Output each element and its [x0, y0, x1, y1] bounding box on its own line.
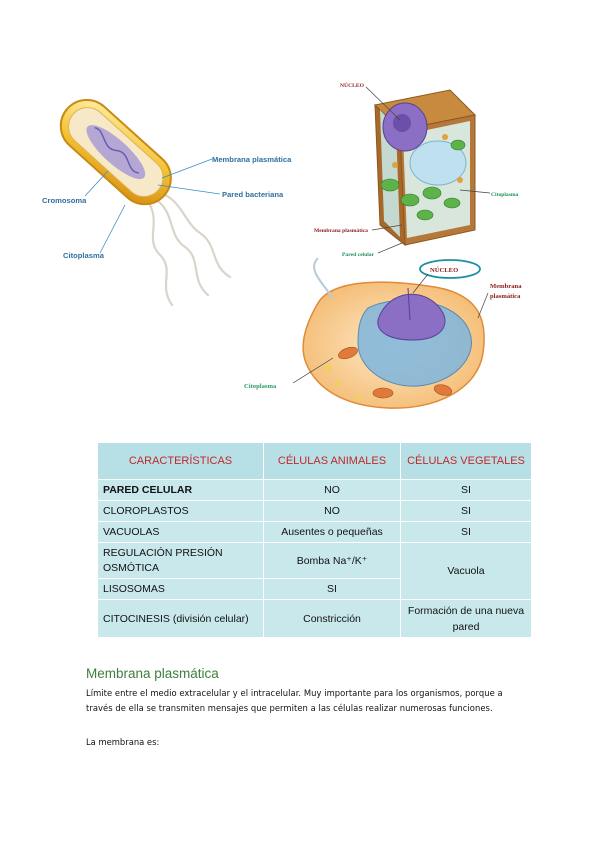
table-row: REGULACIÓN PRESIÓN OSMÓTICA Bomba Na⁺/K⁺…: [97, 542, 532, 600]
table-cell: CITOCINESIS (división celular): [97, 599, 264, 638]
bacteria-diagram: Membrana plasmática Pared bacteriana Cro…: [42, 98, 292, 307]
table-cell: CLOROPLASTOS: [97, 500, 264, 522]
table-cell: Ausentes o pequeñas: [263, 521, 401, 543]
animal-label-membrane-1: Membrana: [490, 283, 522, 290]
bacteria-label-cytoplasm: Citoplasma: [63, 251, 105, 260]
table-cell: PARED CELULAR: [97, 479, 264, 501]
table-cell: Formación de una nueva pared: [400, 599, 532, 638]
table-row: CLOROPLASTOS NO SI: [97, 500, 532, 522]
section-heading: Membrana plasmática: [86, 666, 219, 681]
table-cell: Constricción: [263, 599, 401, 638]
table-row: VACUOLAS Ausentes o pequeñas SI: [97, 521, 532, 543]
table-header: CÉLULAS ANIMALES: [263, 442, 401, 480]
table-header-row: CARACTERÍSTICAS CÉLULAS ANIMALES CÉLULAS…: [97, 442, 532, 480]
animal-label-membrane-2: plasmática: [490, 293, 521, 300]
section-paragraph: Límite entre el medio extracelular y el …: [86, 688, 503, 713]
table-cell: NO: [263, 479, 401, 501]
table-cell: SI: [400, 521, 532, 543]
table-row: CITOCINESIS (división celular) Constricc…: [97, 599, 532, 638]
animal-label-nucleus: NÚCLEO: [430, 266, 458, 274]
section-paragraph-2: La membrana es:: [86, 737, 160, 747]
table-cell: VACUOLAS: [97, 521, 264, 543]
bacteria-label-membrane: Membrana plasmática: [212, 155, 292, 164]
bacteria-label-chromosome: Cromosoma: [42, 196, 87, 205]
plant-label-nucleus: NÚCLEO: [340, 81, 365, 89]
table-header: CÉLULAS VEGETALES: [400, 442, 532, 480]
comparison-table: CARACTERÍSTICAS CÉLULAS ANIMALES CÉLULAS…: [97, 442, 532, 638]
plant-label-wall: Pared celular: [342, 252, 375, 258]
plant-label-cytoplasm: Citoplasma: [491, 192, 519, 198]
animal-cell-diagram: NÚCLEO Membrana plasmática Citoplasma: [244, 258, 522, 409]
animal-label-cytoplasm: Citoplasma: [244, 383, 277, 390]
table-cell: SI: [400, 500, 532, 522]
plant-label-membrane: Membrana plasmática: [314, 228, 368, 234]
table-cell: NO: [263, 500, 401, 522]
table-cell: REGULACIÓN PRESIÓN OSMÓTICA: [97, 542, 264, 579]
table-cell: Vacuola: [400, 542, 532, 600]
table-row: PARED CELULAR NO SI: [97, 479, 532, 501]
table-cell: SI: [263, 578, 401, 600]
bacteria-label-wall: Pared bacteriana: [222, 190, 284, 199]
table-header: CARACTERÍSTICAS: [97, 442, 264, 480]
table-cell: SI: [400, 479, 532, 501]
table-cell: LISOSOMAS: [97, 578, 264, 600]
plant-cell-diagram: NÚCLEO Citoplasma Membrana plasmática Pa…: [314, 81, 519, 258]
table-cell: Bomba Na⁺/K⁺: [263, 542, 401, 579]
table-row: LISOSOMAS SI: [97, 578, 532, 600]
